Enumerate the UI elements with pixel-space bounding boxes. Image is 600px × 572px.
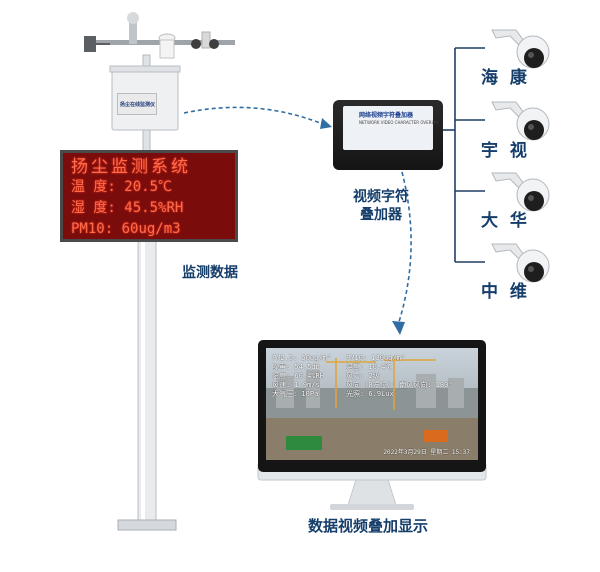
led-row-value: 45.5%RH — [124, 200, 184, 216]
overlay-left-3: 湿度: 60.4%RH — [272, 372, 324, 380]
led-row-pm10: PM10: 60ug/m3 — [71, 219, 227, 240]
flow-arrow-device-to-display — [397, 171, 412, 326]
enclosure-label: 扬尘在线监测仪 — [120, 102, 156, 108]
led-row-humidity: 湿 度: 45.5%RH — [71, 198, 227, 219]
camera-label-uniview: 宇 视 — [481, 141, 530, 161]
camera-jovision — [491, 243, 550, 283]
overlay-right-2: 温度: 10.4℃ — [346, 363, 393, 371]
camera-dahua — [491, 172, 550, 212]
overlay-right-3: 风力: 2级 — [346, 372, 380, 380]
label-display: 数据视频叠加显示 — [308, 517, 429, 535]
label-overlay-device-line2: 叠加器 — [360, 207, 402, 223]
overlay-right-1: PM10: 130ug/m³ — [346, 354, 406, 362]
led-row-temperature: 温 度: 20.5℃ — [71, 177, 227, 198]
led-row-label: 湿 度: — [71, 200, 116, 216]
arrowhead-sensor-to-device — [320, 118, 332, 129]
arrowhead-device-to-display — [392, 321, 405, 335]
monitor: PM2.5: 50ug/m³ 噪声: 54.5db 湿度: 60.4%RH 风速… — [258, 340, 486, 472]
enclosure-plate: 扬尘在线监测仪 — [117, 93, 157, 115]
overlay-timestamp: 2022年3月29日 星期二 15:37 — [383, 449, 470, 456]
flow-arrow-sensor-to-device — [183, 106, 321, 124]
overlay-device: 网络视频字符叠加器 NETWORK VIDEO CHARACTER OVERLA… — [333, 100, 443, 170]
led-row-value: 20.5℃ — [124, 179, 173, 195]
led-display: 扬尘监测系统 温 度: 20.5℃ 湿 度: 45.5%RH PM10: 60u… — [60, 150, 238, 242]
overlay-right-4: 风向 (8方位): 南风风向: 180° — [346, 381, 453, 389]
weather-sensors — [84, 12, 235, 59]
label-overlay-device: 视频字符 叠加器 — [353, 188, 409, 224]
overlay-left-5: 大气压: 10Pa — [272, 390, 319, 398]
camera-label-jovision: 中 维 — [481, 282, 530, 302]
monitor-screen: PM2.5: 50ug/m³ 噪声: 54.5db 湿度: 60.4%RH 风速… — [266, 348, 478, 460]
camera-label-dahua: 大 华 — [481, 211, 530, 231]
led-row-label: PM10: — [71, 221, 114, 237]
camera-connector — [443, 47, 485, 263]
led-row-label: 温 度: — [71, 179, 116, 195]
construction-scene — [266, 356, 478, 460]
overlay-device-face: 网络视频字符叠加器 NETWORK VIDEO CHARACTER OVERLA… — [343, 106, 439, 150]
camera-uniview — [491, 101, 550, 141]
overlay-device-subtitle: NETWORK VIDEO CHARACTER OVERLAY — [359, 120, 439, 125]
led-row-value: 60ug/m3 — [121, 221, 181, 237]
overlay-device-title: 网络视频字符叠加器 — [359, 112, 414, 119]
overlay-left-4: 风速: 1.9m/s — [272, 381, 320, 389]
label-overlay-device-line1: 视频字符 — [353, 189, 409, 205]
overlay-left-1: PM2.5: 50ug/m³ — [272, 354, 332, 362]
overlay-left-2: 噪声: 54.5db — [272, 363, 320, 371]
led-title: 扬尘监测系统 — [71, 157, 191, 177]
camera-hikvision — [491, 29, 550, 69]
camera-label-hikvision: 海 康 — [481, 68, 530, 88]
overlay-right-5: 光照: 6.9Lux — [346, 390, 394, 398]
label-monitoring-data: 监测数据 — [182, 265, 238, 281]
